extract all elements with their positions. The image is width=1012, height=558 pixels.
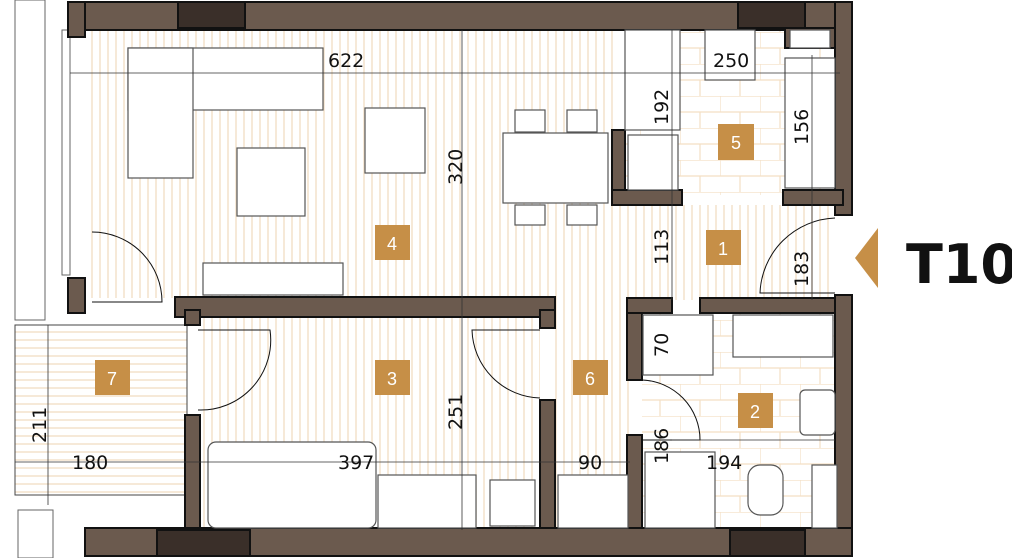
room-number: 4 [387,234,397,254]
room-badge-2: 2 [738,393,773,428]
hall-door [471,329,541,399]
doors [91,217,836,441]
room-badge-1: 1 [706,230,741,265]
dim-kitchen-right: 156 [791,109,813,145]
chair [566,109,598,133]
dim-hall-width: 90 [578,452,602,474]
sofa-chaise [127,47,194,179]
dim-hall-depth: 113 [651,229,673,265]
dim-living-width: 622 [328,50,364,72]
fridge [627,134,679,191]
bed [207,441,377,529]
dim-bedroom-width: 397 [338,452,374,474]
armchair [364,107,426,174]
room-number: 2 [750,402,760,422]
kitchen-counter-left [624,29,681,131]
room-number: 3 [387,369,397,389]
chair [566,204,598,226]
room-number: 7 [107,369,117,389]
shower [644,451,716,529]
washbasin [799,389,836,436]
floor-hall [555,205,835,300]
floor-balcony [15,325,187,495]
balcony-door [91,231,163,303]
room-number: 6 [585,369,595,389]
balcony-outline [14,324,188,496]
dim-balcony-width: 180 [72,452,108,474]
dimension-lines [15,30,840,530]
entrance-arrow-icon [855,228,878,288]
room-number: 5 [731,133,741,153]
unit-label: T10 [906,233,1012,296]
dim-bath-width: 194 [706,452,742,474]
washing-machine [489,479,536,527]
bathroom-door [641,379,701,441]
tv-unit [202,262,344,296]
left-glazing [14,0,46,321]
bath-wardrobe [732,314,834,358]
chair [514,109,546,133]
bath-shaft [811,464,838,529]
wardrobe-bedroom [377,474,477,529]
room-badge-4: 4 [375,225,410,260]
hob [704,29,756,81]
entrance-door [759,217,836,294]
dim-kitchen-width: 250 [713,50,749,72]
balcony-railing [17,509,54,558]
dim-bath-small: 70 [651,333,673,357]
room-number: 1 [718,239,728,259]
dim-living-depth: 320 [445,149,467,185]
dim-kitchen-left: 192 [651,89,673,125]
kitchen-counter-right [784,57,836,189]
chair [514,204,546,226]
room-badge-6: 6 [573,360,608,395]
room-badge-5: 5 [718,124,754,160]
dim-bedroom-depth: 251 [445,394,467,430]
windows [156,1,806,557]
room-badge-7: 7 [95,360,130,395]
dim-balcony-depth: 211 [29,407,51,443]
boiler [789,29,831,49]
dim-entrance: 183 [791,251,813,287]
hall-closet [557,474,629,529]
furniture [127,29,838,529]
left-window-frame [61,29,71,276]
toilet [747,464,784,516]
coffee-table [236,147,306,217]
dim-bath-depth: 186 [651,428,673,464]
bath-cabinet [642,314,714,376]
bedroom-door [197,329,272,411]
room-badge-3: 3 [375,360,410,395]
dining-table [502,132,609,204]
